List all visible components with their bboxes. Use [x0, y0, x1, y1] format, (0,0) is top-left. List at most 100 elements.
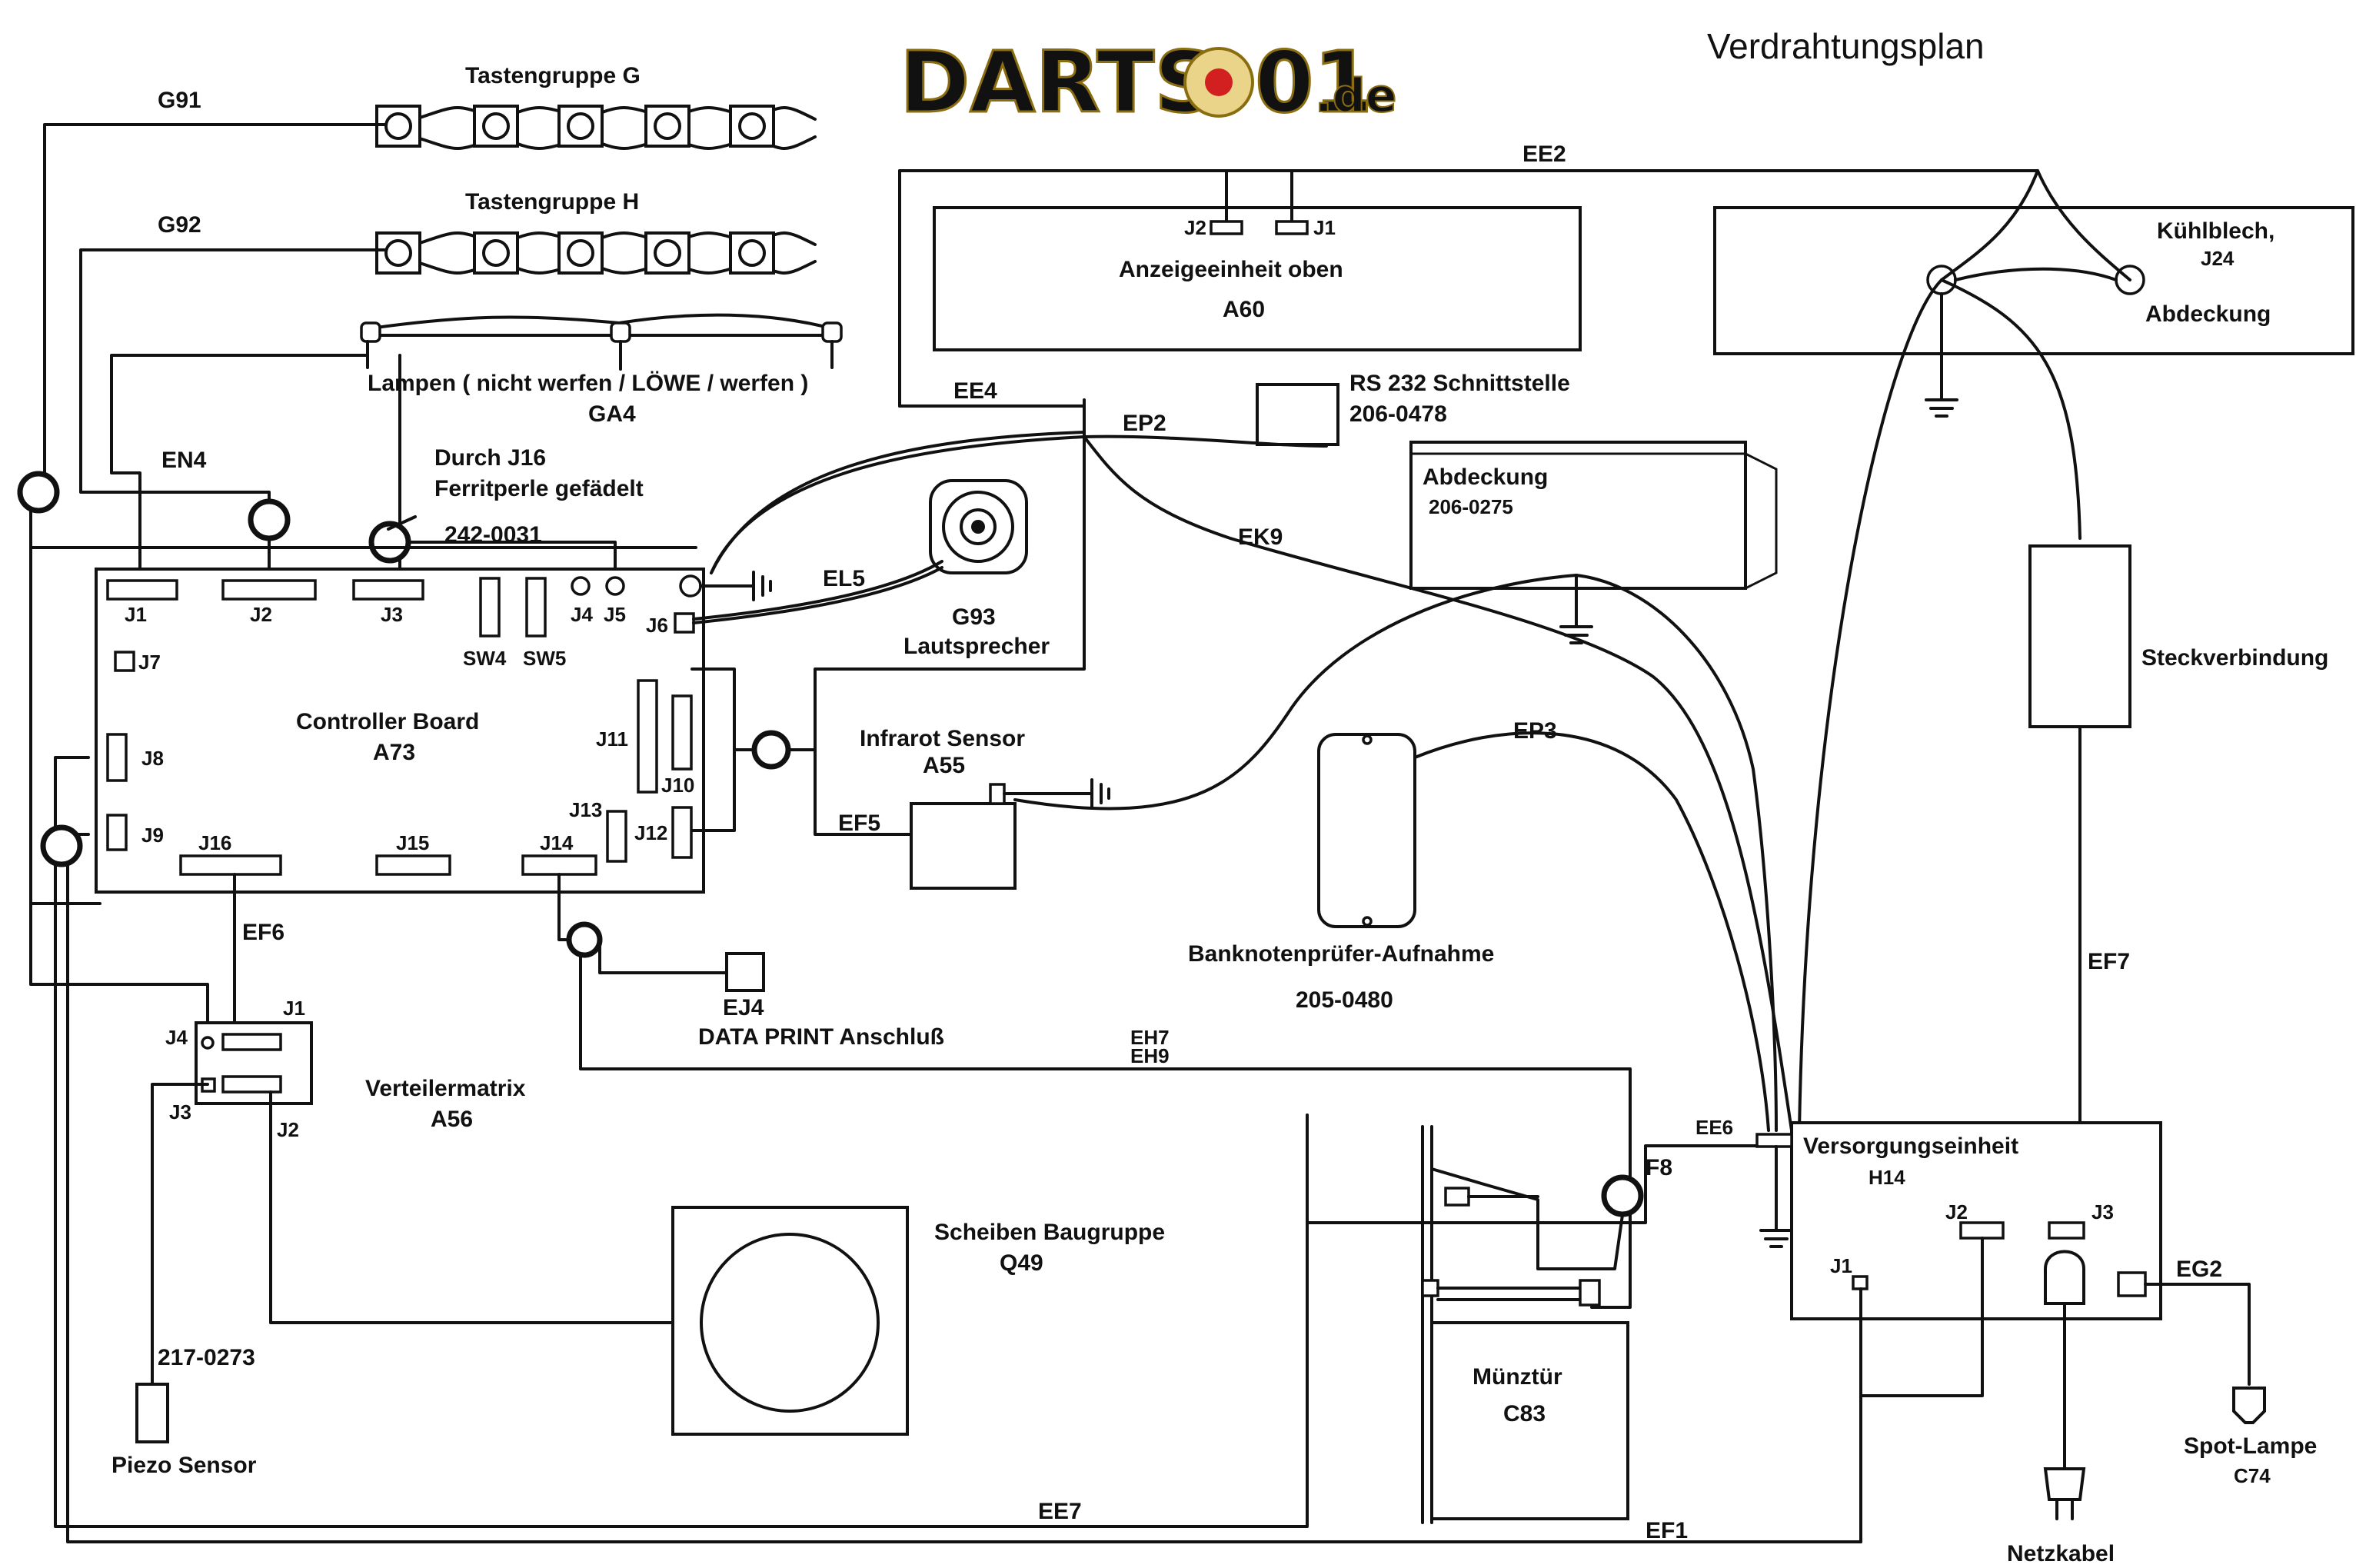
svg-text:J2: J2 — [277, 1118, 299, 1141]
abdeckung-label: Abdeckung — [1423, 464, 1548, 490]
ee4-label: EE4 — [953, 378, 997, 404]
kuehlblech-label: Kühlblech, — [2157, 218, 2274, 244]
wire-eg2 — [2144, 1283, 2251, 1386]
ground-icon — [699, 571, 772, 601]
p217-label: 217-0273 — [158, 1345, 255, 1370]
svg-text:J8: J8 — [141, 747, 164, 770]
ef5-label: EF5 — [838, 811, 880, 836]
j15-connector — [375, 854, 451, 876]
button-icon — [729, 231, 775, 275]
svg-text:J9: J9 — [141, 824, 164, 847]
j12-connector — [671, 806, 693, 859]
lamp-strip — [360, 313, 843, 369]
diagram-title: Verdrahtungsplan — [1707, 26, 1985, 66]
svg-text:J5: J5 — [604, 603, 626, 626]
ga4-label: GA4 — [588, 401, 636, 427]
j11-connector — [637, 679, 658, 794]
anzeige-j2 — [1210, 220, 1243, 235]
spotlampe-label: Spot-Lampe — [2184, 1433, 2317, 1459]
f8-label: F8 — [1646, 1155, 1672, 1180]
eg2-label: EG2 — [2176, 1257, 2222, 1282]
wire-g92 — [79, 248, 386, 582]
wire-ep3 — [1413, 731, 1770, 1132]
svg-text:J13: J13 — [569, 798, 602, 821]
svg-text:J11: J11 — [596, 727, 628, 751]
plug-icon — [2043, 1467, 2086, 1520]
sw5-switch — [525, 577, 547, 638]
j16-connector — [179, 854, 282, 876]
dartsoi-logo: DARTS 01 .de — [899, 32, 1398, 133]
svg-text:J4: J4 — [165, 1026, 188, 1049]
ferrite-bead-icon — [751, 730, 791, 770]
banknotenpruefer — [1317, 733, 1416, 928]
g91-label: G91 — [158, 88, 201, 113]
j1-connector — [106, 579, 178, 601]
p242-label: 242-0031 — [444, 522, 542, 548]
p206-0478-label: 206-0478 — [1349, 401, 1447, 427]
abdeckung-kb-label: Abdeckung — [2145, 301, 2271, 327]
p206-0275-label: 206-0275 — [1429, 495, 1513, 518]
wire-ep2 — [710, 434, 1328, 574]
ef1-label: EF1 — [1646, 1518, 1688, 1543]
svg-text:J1: J1 — [1313, 216, 1336, 239]
steckverbindung — [2028, 544, 2131, 728]
rs232-port — [1256, 383, 1339, 446]
svg-text:SW5: SW5 — [523, 647, 566, 670]
a73-label: A73 — [373, 740, 415, 765]
ferrite-bead-icon — [248, 498, 291, 541]
wire-ek9 — [1083, 435, 1793, 1132]
wire-ef5 — [814, 748, 913, 836]
button-icon — [644, 231, 690, 275]
ej4-connector — [725, 952, 765, 992]
ferrite-bead-icon — [1601, 1174, 1644, 1217]
svg-text:J6: J6 — [646, 614, 668, 637]
ground-icon — [1925, 292, 1958, 418]
speaker-icon — [929, 479, 1028, 574]
button-icon — [557, 105, 604, 148]
eh7-label: EH7 — [1130, 1026, 1170, 1049]
g93-label: G93 — [952, 604, 996, 630]
button-icon — [644, 105, 690, 148]
verteiler-label: Verteilermatrix — [365, 1076, 526, 1101]
controller-board-label: Controller Board — [296, 709, 479, 734]
j5-connector — [605, 576, 625, 596]
kuehlblech — [1713, 206, 2354, 355]
scheiben-label: Scheiben Baugruppe — [934, 1220, 1165, 1245]
svg-text:J2: J2 — [250, 603, 272, 626]
j8-connector — [106, 733, 128, 782]
ground-icon — [1559, 574, 1593, 644]
ferrite-bead-icon — [566, 921, 603, 958]
a60-label: A60 — [1223, 297, 1265, 322]
piezo-sensor — [135, 1383, 169, 1443]
svg-text:J4: J4 — [571, 603, 593, 626]
lautsprecher-label: Lautsprecher — [903, 634, 1050, 659]
button-icon — [557, 231, 604, 275]
j9-connector — [106, 814, 128, 851]
anzeige-label: Anzeigeeinheit oben — [1119, 257, 1343, 282]
netzkabel-label: Netzkabel — [2007, 1541, 2115, 1566]
svg-text:J1: J1 — [1830, 1254, 1852, 1277]
wire-eh7-eh9 — [579, 954, 1632, 1170]
wire-en4 — [110, 354, 369, 582]
steckverbindung-label: Steckverbindung — [2141, 645, 2328, 671]
wire-el5 — [692, 560, 943, 624]
j4-connector — [571, 576, 591, 596]
controller-board — [29, 546, 705, 905]
ep3-label: EP3 — [1513, 718, 1557, 744]
svg-text:DARTS: DARTS — [900, 33, 1215, 131]
a56-label: A56 — [431, 1107, 473, 1132]
svg-text:01: 01 — [1255, 33, 1373, 131]
j6-connector — [674, 612, 695, 634]
j10-connector — [671, 694, 693, 771]
j14-connector — [521, 854, 597, 876]
ferrite-bead-icon — [17, 471, 60, 514]
c74-label: C74 — [2234, 1464, 2271, 1487]
versorgung-label: Versorgungseinheit — [1803, 1134, 2018, 1159]
svg-text:J16: J16 — [198, 831, 231, 854]
button-icon — [473, 231, 519, 275]
durch-j16-label: Durch J16 — [434, 445, 546, 471]
g92-label: G92 — [158, 212, 201, 238]
button-icon — [473, 105, 519, 148]
h14-label: H14 — [1869, 1166, 1905, 1189]
